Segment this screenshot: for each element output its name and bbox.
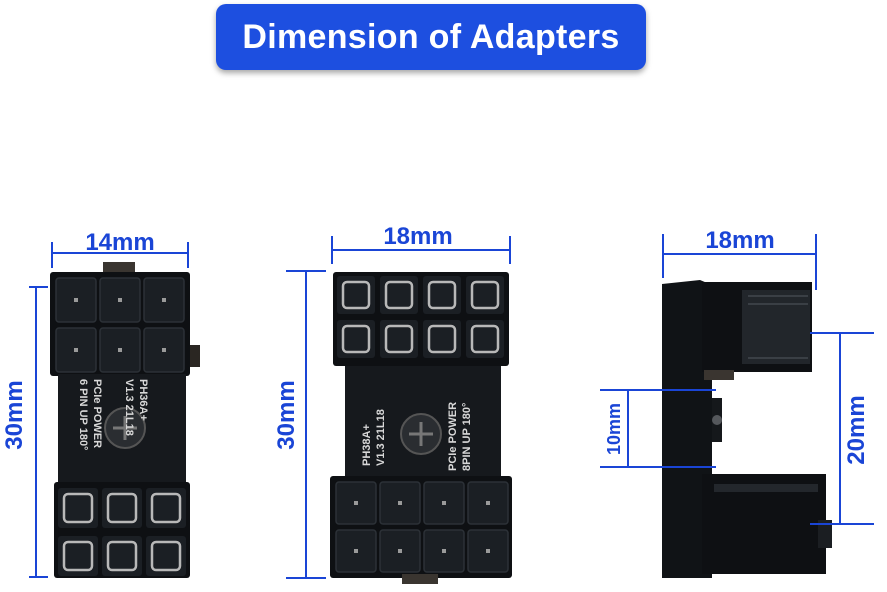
top-pin-block [333,272,509,366]
svg-text:PCIe POWER: PCIe POWER [447,402,459,471]
adapter-6pin: PH36A+ V1.3 21L18 PCIe POWER 6 PIN UP 18… [50,262,200,578]
width-label: 18mm [705,227,774,254]
dimension-inner-side: 10mm [600,389,716,468]
title-banner: Dimension of Adapters [216,4,646,70]
bottom-socket-cells [335,481,509,573]
height-label: 30mm [1,380,28,449]
pin [384,280,414,310]
pin [62,540,94,572]
side-body [662,280,712,578]
pin [341,324,371,354]
adapter-side-view [662,280,832,578]
svg-text:V1.3 21L18: V1.3 21L18 [375,409,387,466]
svg-text:8PIN UP 180°: 8PIN UP 180° [461,403,473,471]
height-label: 30mm [273,380,300,449]
pin [470,280,500,310]
pin [150,540,182,572]
pin [427,324,457,354]
top-pins [337,276,504,358]
pin [106,492,138,524]
dimension-width-side: 18mm [662,227,817,290]
width-label: 14mm [85,229,154,256]
svg-text:PH36A+: PH36A+ [137,379,149,421]
svg-text:PCIe POWER: PCIe POWER [91,379,103,448]
pin [427,280,457,310]
pin [384,324,414,354]
print-text-8pin: PH38A+ V1.3 21L18 PCIe POWER 8PIN UP 180… [361,402,473,471]
title-text: Dimension of Adapters [242,17,620,56]
svg-text:V1.3 21L18: V1.3 21L18 [123,379,135,436]
dimension-width-6pin: 14mm [51,229,189,268]
width-label: 18mm [383,223,452,250]
outer-height-label: 20mm [843,395,870,464]
top-socket-cells [55,277,185,373]
svg-text:6 PIN UP 180°: 6 PIN UP 180° [77,379,89,450]
inner-height-label: 10mm [604,403,624,455]
dimension-height-8pin: 30mm [273,270,326,579]
pin [470,324,500,354]
pin [150,492,182,524]
pin [341,280,371,310]
dimension-width-8pin: 18mm [331,223,511,264]
dimension-outer-side: 20mm [810,332,874,525]
svg-text:PH38A+: PH38A+ [361,424,373,466]
dimension-height-6pin: 30mm [1,286,48,578]
pin [62,492,94,524]
adapter-8pin: PH38A+ V1.3 21L18 PCIe POWER 8PIN UP 180… [330,272,512,584]
pin [106,540,138,572]
bottom-pins [58,488,186,576]
print-text-6pin: PH36A+ V1.3 21L18 PCIe POWER 6 PIN UP 18… [77,379,149,450]
